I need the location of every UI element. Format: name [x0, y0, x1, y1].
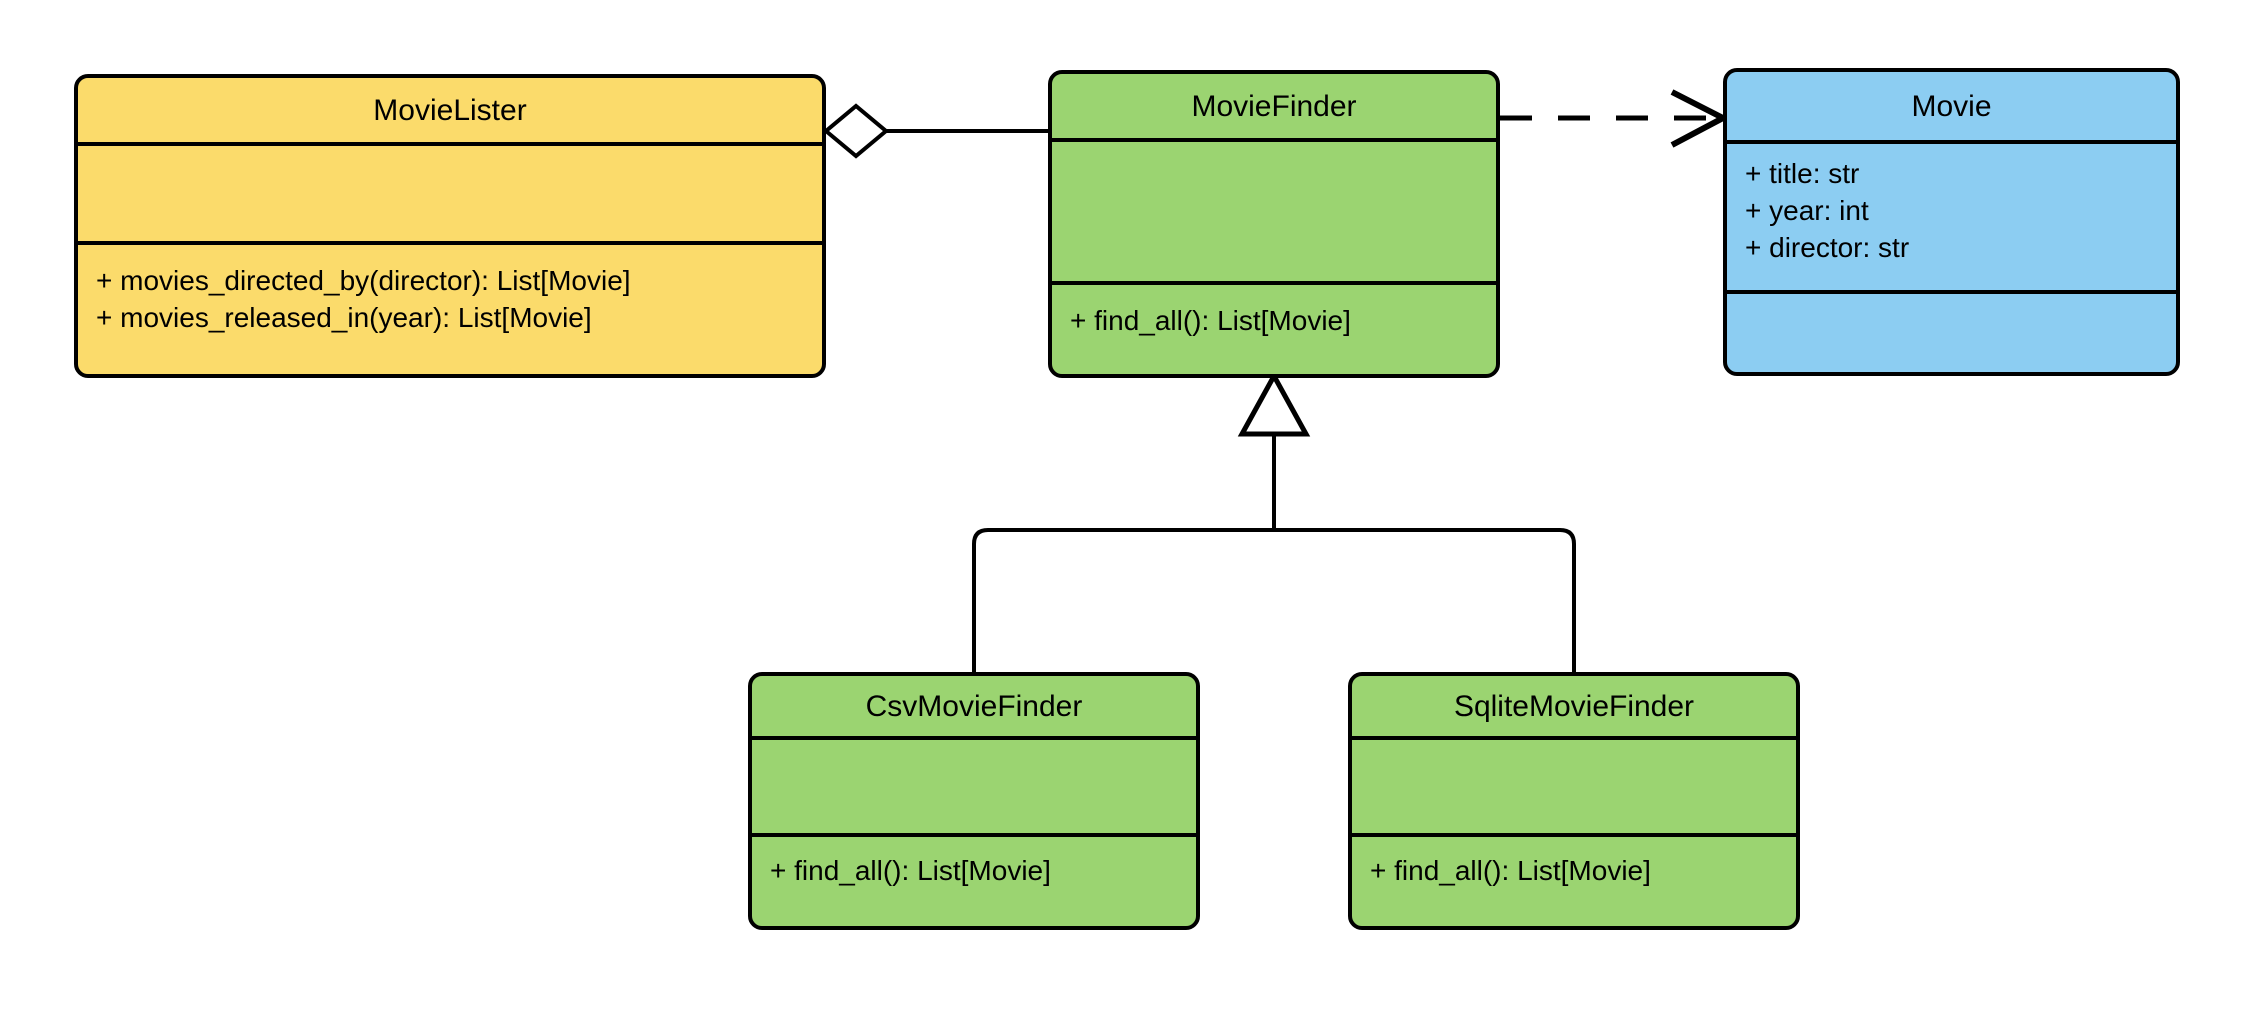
- method-item: + find_all(): List[Movie]: [1370, 855, 1651, 886]
- class-box-movie-lister[interactable]: MovieLister + movies_directed_by(directo…: [74, 74, 826, 378]
- class-box-sqlite-movie-finder[interactable]: SqliteMovieFinder + find_all(): List[Mov…: [1348, 672, 1800, 930]
- class-name-compartment: Movie: [1727, 72, 2176, 144]
- generalization-branch: [972, 528, 1576, 672]
- class-title-movie-finder: MovieFinder: [1191, 89, 1357, 123]
- class-name-compartment: CsvMovieFinder: [752, 676, 1196, 740]
- methods-compartment: [1727, 294, 2176, 372]
- attribute-item: + director: str: [1745, 231, 1910, 263]
- class-title-movie-lister: MovieLister: [373, 93, 527, 127]
- methods-compartment: + movies_directed_by(director): List[Mov…: [78, 245, 822, 374]
- attributes-compartment: + title: str + year: int + director: str: [1727, 144, 2176, 294]
- class-title-csv-movie-finder: CsvMovieFinder: [865, 689, 1083, 723]
- hollow-diamond-marker: [822, 103, 890, 159]
- methods-compartment: + find_all(): List[Movie]: [1052, 285, 1496, 374]
- generalization-edges: [972, 370, 1576, 672]
- class-box-movie-finder[interactable]: MovieFinder + find_all(): List[Movie]: [1048, 70, 1500, 378]
- attribute-item: + title: str: [1745, 158, 1860, 189]
- class-title-sqlite-movie-finder: SqliteMovieFinder: [1453, 689, 1695, 723]
- class-box-csv-movie-finder[interactable]: CsvMovieFinder + find_all(): List[Movie]: [748, 672, 1200, 930]
- method-item: + find_all(): List[Movie]: [770, 855, 1051, 886]
- attributes-compartment: [78, 146, 822, 245]
- method-item: + find_all(): List[Movie]: [1070, 305, 1351, 336]
- open-arrowhead-marker: [1670, 89, 1730, 148]
- class-title-movie: Movie: [1911, 89, 1992, 123]
- attribute-item: + year: int: [1745, 194, 1869, 226]
- aggregation-lister-finder-edge: [822, 103, 1048, 159]
- dependency-finder-movie-edge: [1500, 89, 1730, 148]
- methods-compartment: + find_all(): List[Movie]: [752, 837, 1196, 926]
- class-name-compartment: MovieLister: [78, 78, 822, 146]
- class-box-movie[interactable]: Movie + title: str + year: int + directo…: [1723, 68, 2180, 376]
- attributes-compartment: [1052, 142, 1496, 285]
- method-item: + movies_released_in(year): List[Movie]: [96, 301, 592, 333]
- attributes-compartment: [752, 740, 1196, 837]
- hollow-triangle-marker: [1237, 370, 1311, 437]
- attributes-compartment: [1352, 740, 1796, 837]
- methods-compartment: + find_all(): List[Movie]: [1352, 837, 1796, 926]
- class-name-compartment: SqliteMovieFinder: [1352, 676, 1796, 740]
- method-item: + movies_directed_by(director): List[Mov…: [96, 265, 631, 296]
- class-name-compartment: MovieFinder: [1052, 74, 1496, 142]
